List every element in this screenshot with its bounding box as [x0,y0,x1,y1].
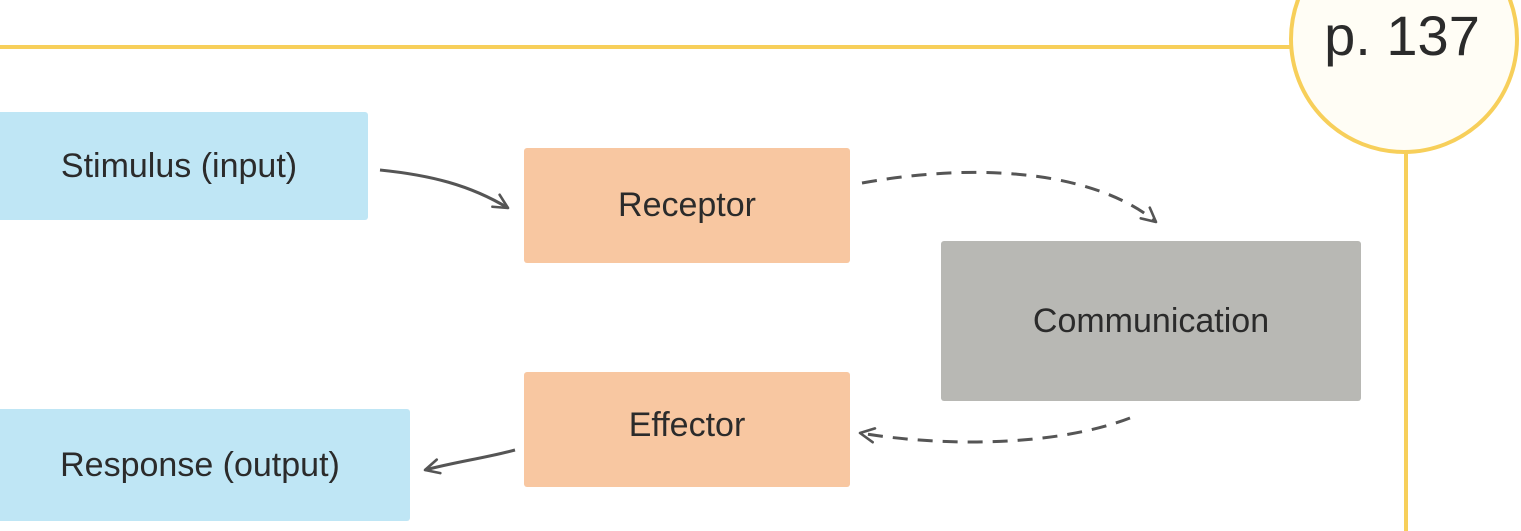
arrow-receptor-to-communication [861,170,1158,224]
arrow-communication-to-effector [858,416,1131,444]
node-stimulus: Stimulus (input) [0,112,368,220]
arrow-effector-to-response [423,448,516,475]
node-receptor: Receptor [524,148,850,263]
page-number: p. 137 [1324,4,1480,67]
node-communication: Communication [941,241,1361,401]
node-stimulus-label: Stimulus (input) [60,146,298,185]
node-receptor-label: Receptor [618,186,756,224]
page-badge [1289,0,1519,154]
node-effector-label: Effector [628,406,746,444]
arrow-stimulus-to-receptor [379,168,510,210]
node-response: Response (output) [0,409,410,521]
node-effector: Effector [524,372,850,487]
node-communication-label: Communication [1032,301,1270,340]
node-response-label: Response (output) [60,445,340,484]
